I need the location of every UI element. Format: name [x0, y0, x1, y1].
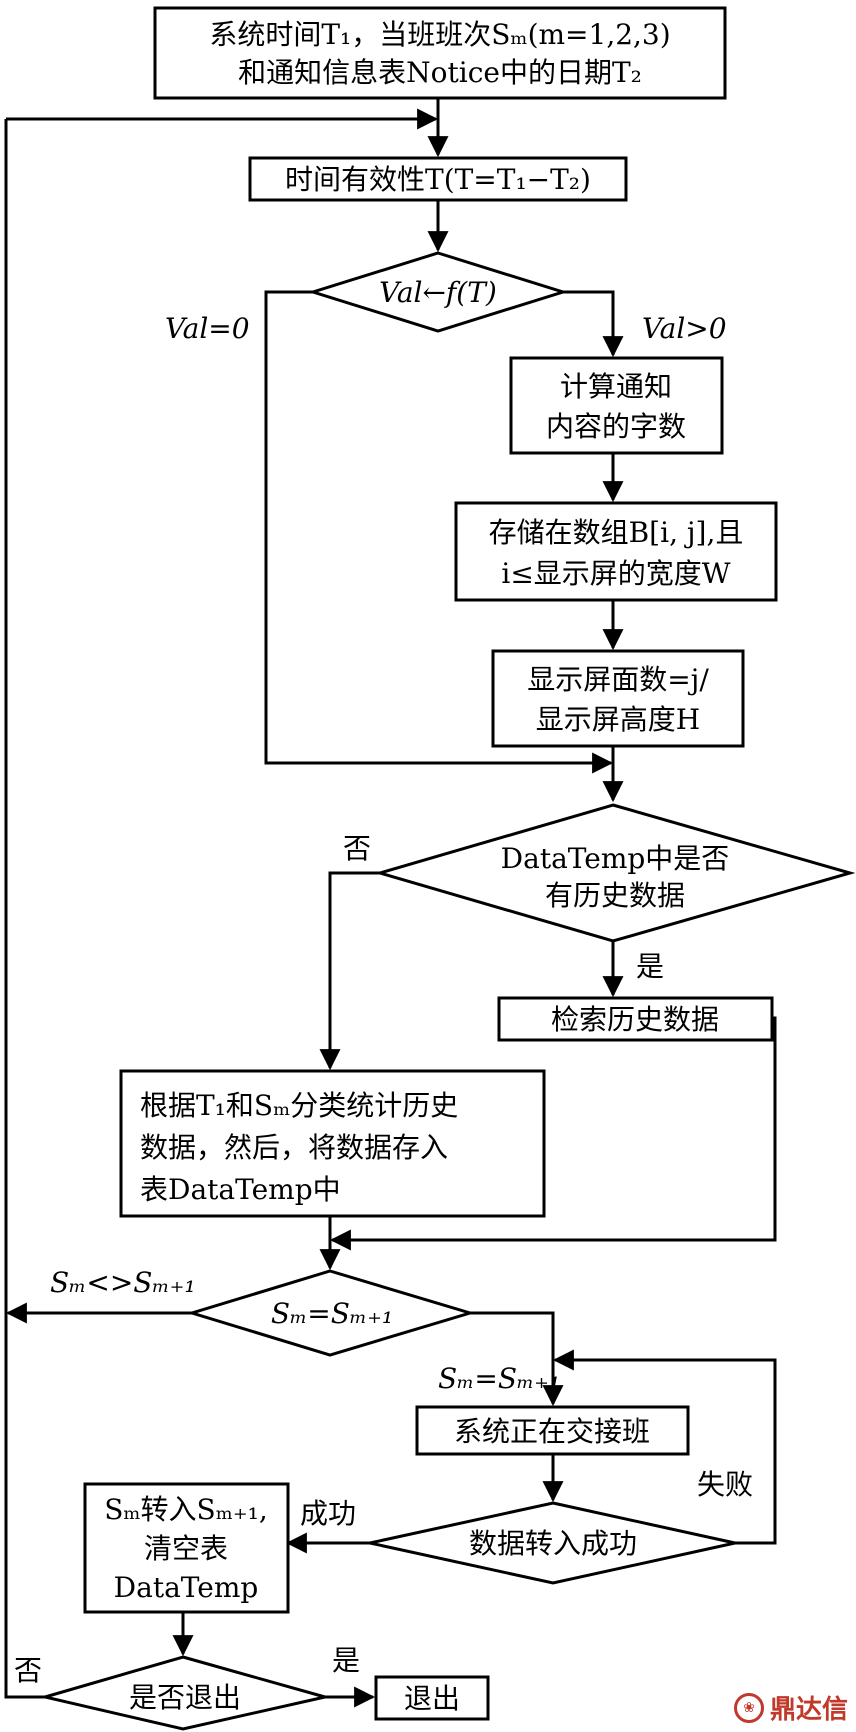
time-validity-label: 时间有效性T(T=T₁−T₂) — [285, 163, 591, 196]
transfer-box: Sₘ转入Sₘ₊₁, 清空表 DataTemp — [83, 1482, 290, 1614]
history-decision-line2: 有历史数据 — [545, 879, 685, 912]
time-validity-box: 时间有效性T(T=T₁−T₂) — [248, 156, 628, 202]
count-box-line1: 计算通知 — [560, 370, 672, 403]
val-decision: Val←f(T) — [307, 251, 569, 333]
classify-box-line1: 根据T₁和Sₘ分类统计历史 — [140, 1089, 458, 1122]
shift-equal-label: Sₘ=Sₘ₊₁ — [438, 1362, 560, 1395]
val-positive-label: Val>0 — [642, 312, 727, 345]
watermark-text: 鼎达信 — [769, 1695, 848, 1725]
fail-label: 失败 — [697, 1468, 753, 1501]
transfer-decision: 数据转入成功 — [369, 1501, 736, 1585]
shift-not-equal-label: Sₘ<>Sₘ₊₁ — [50, 1266, 196, 1299]
val-zero-label: Val=0 — [165, 312, 250, 345]
history-decision: DataTemp中是否 有历史数据 — [374, 803, 856, 943]
exit-box-label: 退出 — [404, 1682, 460, 1715]
transfer-decision-label: 数据转入成功 — [469, 1527, 637, 1560]
screens-box-line2: 显示屏高度H — [536, 703, 700, 736]
classify-box-line3: 表DataTemp中 — [140, 1173, 341, 1206]
shift-decision: Sₘ=Sₘ₊₁ — [186, 1269, 476, 1357]
exit-decision: 是否退出 — [39, 1655, 326, 1731]
count-box-line2: 内容的字数 — [546, 410, 686, 443]
exit-box: 退出 — [374, 1675, 490, 1721]
handover-box-label: 系统正在交接班 — [454, 1415, 650, 1448]
transfer-box-line1: Sₘ转入Sₘ₊₁, — [104, 1493, 268, 1526]
classify-box: 根据T₁和Sₘ分类统计历史 数据，然后，将数据存入 表DataTemp中 — [119, 1069, 546, 1218]
store-box-line2: i≤显示屏的宽度W — [501, 557, 730, 590]
success-label: 成功 — [300, 1497, 356, 1530]
store-box-line1: 存储在数组B[i, j],且 — [489, 516, 744, 549]
exit-yes-label: 是 — [332, 1644, 360, 1677]
shift-decision-label: Sₘ=Sₘ₊₁ — [271, 1297, 393, 1330]
history-yes-label: 是 — [636, 950, 664, 983]
val-decision-label: Val←f(T) — [379, 276, 497, 309]
history-no-label: 否 — [343, 832, 371, 865]
dingdaxin-logo-icon: ❀ — [733, 1692, 764, 1723]
watermark: ❀ 鼎达信 — [733, 1689, 848, 1726]
handover-box: 系统正在交接班 — [415, 1405, 690, 1456]
history-decision-line1: DataTemp中是否 — [501, 842, 730, 875]
retrieve-box-label: 检索历史数据 — [551, 1003, 719, 1036]
retrieve-box: 检索历史数据 — [497, 996, 774, 1042]
classify-box-line2: 数据，然后，将数据存入 — [140, 1131, 448, 1164]
screens-box: 显示屏面数=j/ 显示屏高度H — [491, 649, 745, 748]
transfer-box-line3: DataTemp — [114, 1571, 259, 1604]
start-box: 系统时间T₁，当班班次Sₘ(m=1,2,3) 和通知信息表Notice中的日期T… — [153, 6, 727, 100]
exit-no-label: 否 — [14, 1654, 42, 1687]
transfer-box-line2: 清空表 — [144, 1532, 228, 1565]
count-box: 计算通知 内容的字数 — [509, 356, 724, 455]
start-box-line2: 和通知信息表Notice中的日期T₂ — [238, 56, 642, 89]
screens-box-line1: 显示屏面数=j/ — [527, 663, 709, 696]
exit-decision-label: 是否退出 — [129, 1681, 241, 1714]
start-box-line1: 系统时间T₁，当班班次Sₘ(m=1,2,3) — [209, 18, 670, 51]
store-box: 存储在数组B[i, j],且 i≤显示屏的宽度W — [454, 501, 778, 602]
